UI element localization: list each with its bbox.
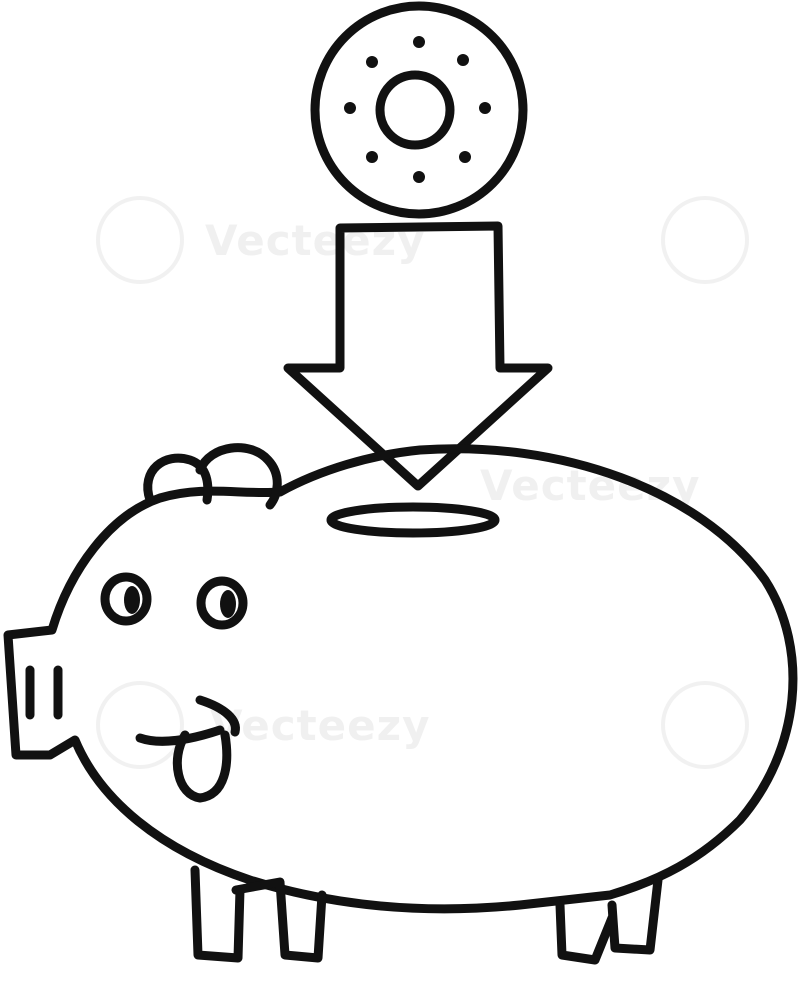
watermark-text: Vecteezy <box>210 701 430 750</box>
pig-snout <box>25 665 63 720</box>
watermark-logo-icon <box>661 681 749 769</box>
down-arrow-icon <box>283 221 553 491</box>
pig-ear-left <box>143 453 213 505</box>
piggy-bank-icon <box>3 443 798 965</box>
pig-legs <box>190 865 663 965</box>
pig-ear-right <box>195 443 282 510</box>
pig-body <box>3 444 798 914</box>
pig-eyes <box>100 572 248 630</box>
coin-icon <box>310 1 528 219</box>
pig-mouth <box>135 695 240 803</box>
watermark-logo-icon <box>96 196 184 284</box>
coin-slot <box>326 502 500 538</box>
watermark-logo-icon <box>661 196 749 284</box>
watermark-layer: Vecteezy Vecteezy Vecteezy <box>96 196 749 769</box>
watermark-logo-icon <box>96 681 184 769</box>
